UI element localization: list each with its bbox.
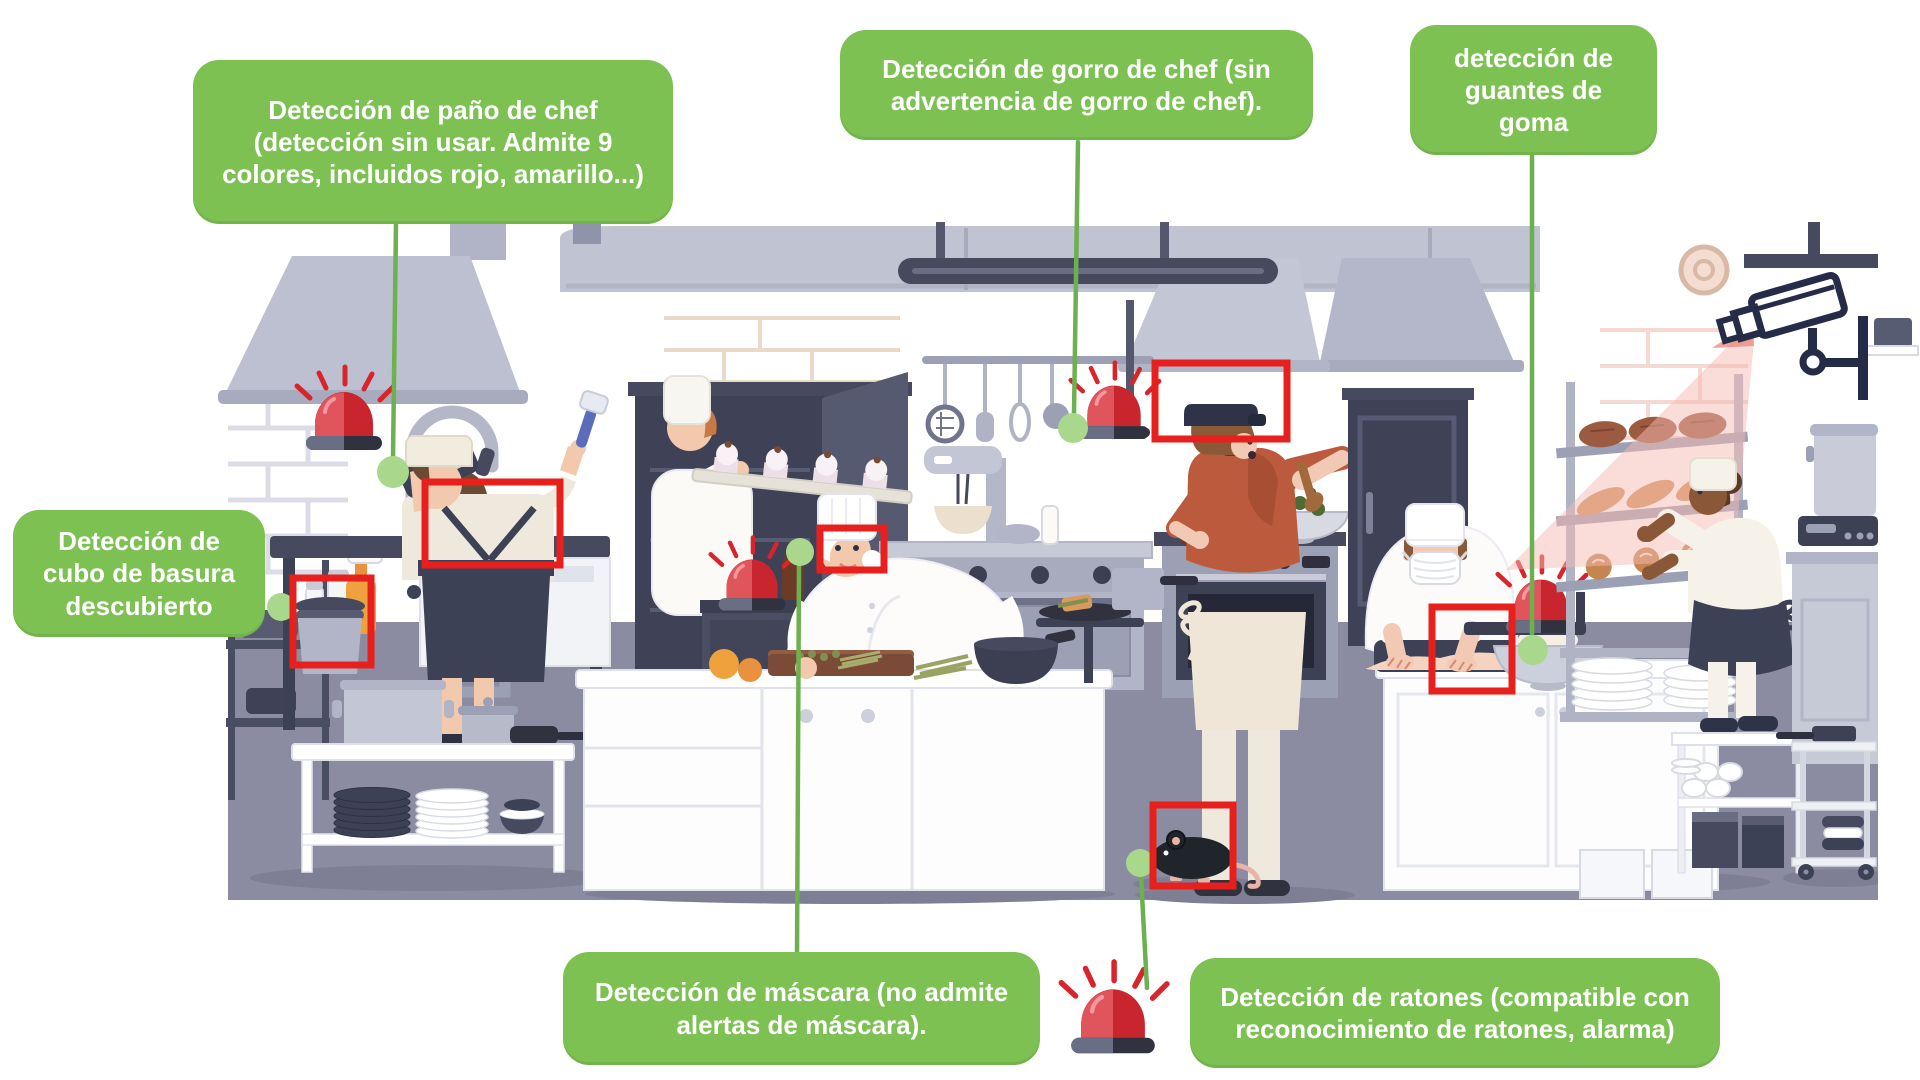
detection-box-face-mask	[816, 524, 888, 574]
connector-pano	[390, 221, 399, 461]
connector-ratones	[1138, 873, 1150, 991]
hanging-light	[898, 222, 1278, 284]
callout-rubber-gloves: detección de guantes de goma	[1410, 25, 1657, 155]
wall-fan-icon	[1678, 244, 1730, 296]
bowls	[499, 799, 545, 834]
face-mask	[1409, 551, 1461, 585]
detection-box-cloth	[421, 478, 564, 569]
callout-face-mask: Detección de máscara (no admite alertas …	[563, 952, 1040, 1065]
hood-left	[218, 222, 528, 404]
rat-icon	[1131, 830, 1261, 889]
island-counter	[575, 669, 1113, 891]
connectors	[390, 139, 1535, 991]
callout-trash-bin: Detección de cubo de basura descubierto	[13, 510, 265, 637]
marker-dot-ratones	[1126, 849, 1154, 877]
detection-box-rat	[1149, 801, 1237, 890]
cups	[1671, 758, 1743, 798]
marker-dot-cubo	[267, 593, 295, 621]
marker-dot-pano	[377, 456, 409, 488]
chef-woman-cloth	[399, 390, 609, 748]
cutting-board-area	[709, 629, 1076, 684]
connector-mascara	[794, 563, 802, 957]
chef-baker-woman	[1637, 457, 1799, 733]
detection-box-gloves	[1428, 603, 1516, 695]
right-edge	[1878, 200, 1920, 920]
large-pot	[1814, 430, 1876, 516]
ceiling-mount-right	[1744, 222, 1920, 268]
chef-masked	[1364, 503, 1537, 672]
callout-mice: Detección de ratones (compatible con rec…	[1190, 958, 1720, 1068]
detection-box-chef-hat	[1151, 359, 1291, 443]
siren-icon	[1061, 962, 1167, 1053]
trash-bin	[295, 597, 365, 674]
marker-dots	[267, 413, 1548, 877]
detection-box-trash	[289, 574, 375, 669]
small-pot	[1112, 568, 1164, 610]
marker-dot-mascara	[786, 538, 814, 566]
spatula	[976, 412, 994, 442]
dark-plate-stack	[333, 787, 411, 838]
side-table-plate	[1036, 568, 1198, 683]
hood-right-2	[1312, 258, 1524, 372]
cleaning-brush	[575, 390, 609, 448]
marker-dot-gorro	[1058, 413, 1088, 443]
wooden-spoon	[1297, 461, 1317, 505]
callout-chef-cloth: Detección de paño de chef (detección sin…	[193, 60, 673, 224]
prep-table	[291, 680, 590, 873]
callout-chef-hat: Detección de gorro de chef (sin adverten…	[840, 30, 1313, 140]
detection-boxes	[289, 359, 1516, 890]
wall-shelf-right	[1865, 318, 1919, 356]
cctv-camera-icon	[1715, 272, 1868, 400]
wall-bricks-center	[664, 316, 900, 416]
chef-saute	[1166, 404, 1354, 896]
whisk	[1009, 402, 1031, 442]
skimmer	[925, 404, 965, 444]
gravy-boat	[996, 524, 1040, 544]
white-plate-stack	[415, 788, 489, 839]
pan	[510, 726, 558, 744]
small-pot	[462, 712, 514, 746]
burner-counter-right	[1786, 424, 1878, 764]
service-cart	[1776, 726, 1877, 880]
marker-dot-guantes	[1518, 635, 1548, 665]
connector-gorro	[1071, 139, 1081, 417]
squeeze-bottle	[1041, 505, 1059, 545]
stockpot	[344, 686, 442, 746]
